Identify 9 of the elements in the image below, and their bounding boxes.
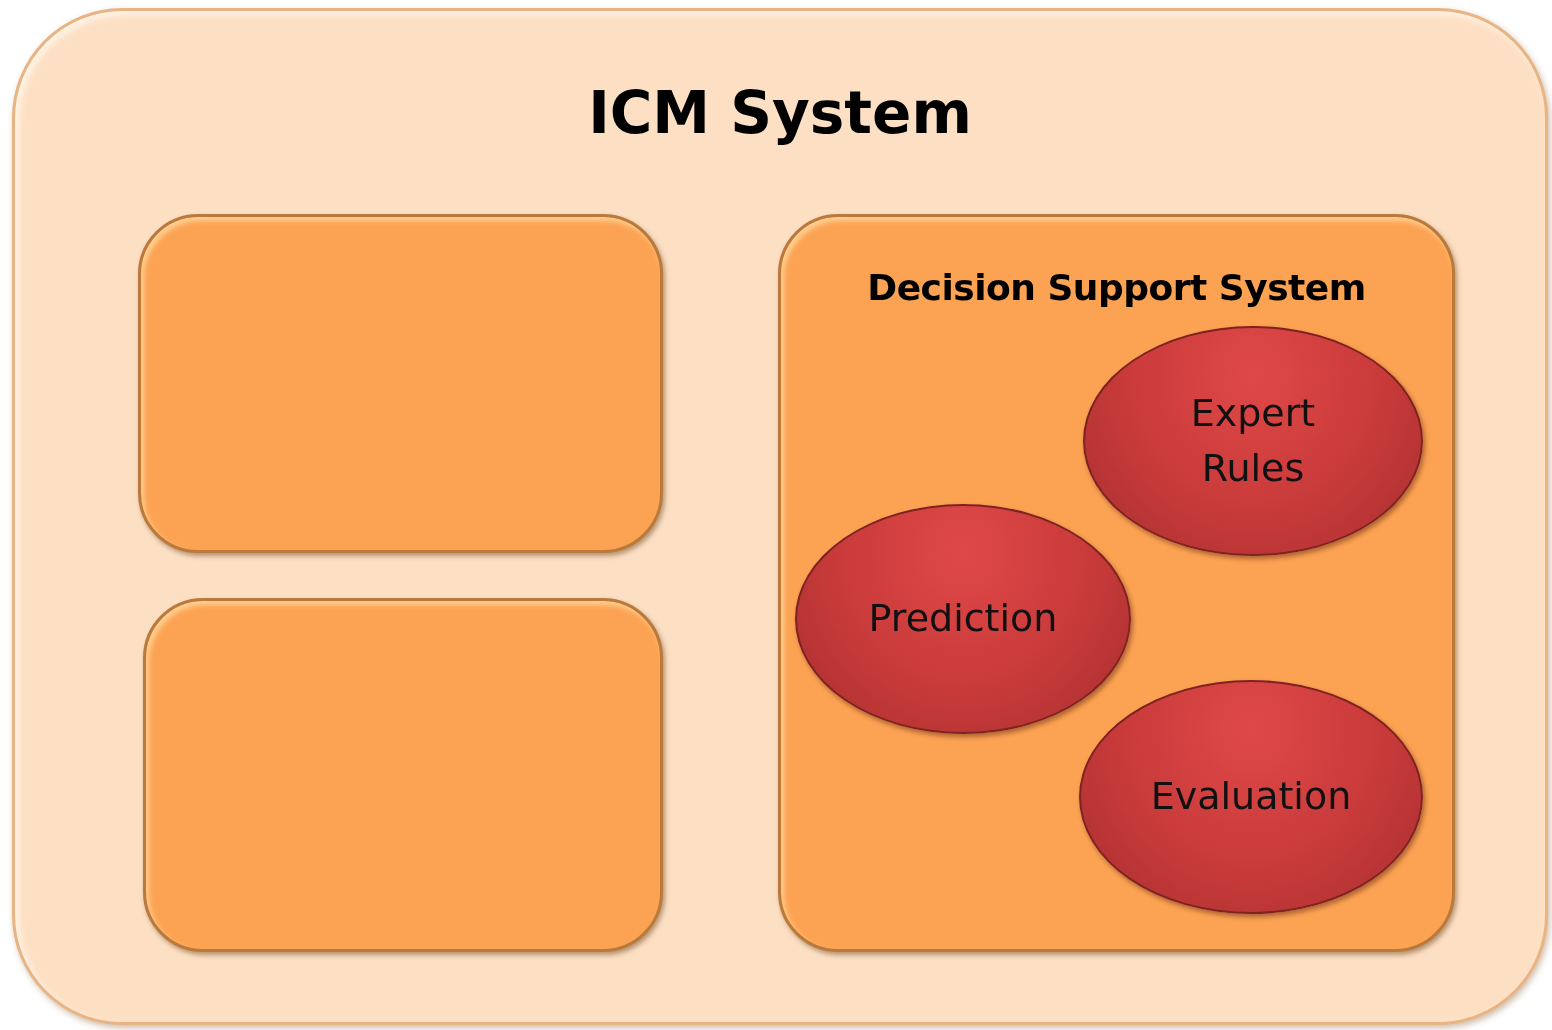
module-box: [778, 214, 1455, 952]
system-title: ICM System: [587, 79, 973, 147]
component-label: Prediction: [867, 595, 1059, 643]
module-box: [143, 598, 663, 952]
component-label: Evaluation: [1149, 773, 1353, 821]
module-title: Decision Support System: [866, 267, 1367, 308]
module-box: [138, 214, 663, 553]
system-container: [12, 8, 1548, 1025]
component-label: Expert Rules: [1189, 389, 1317, 492]
